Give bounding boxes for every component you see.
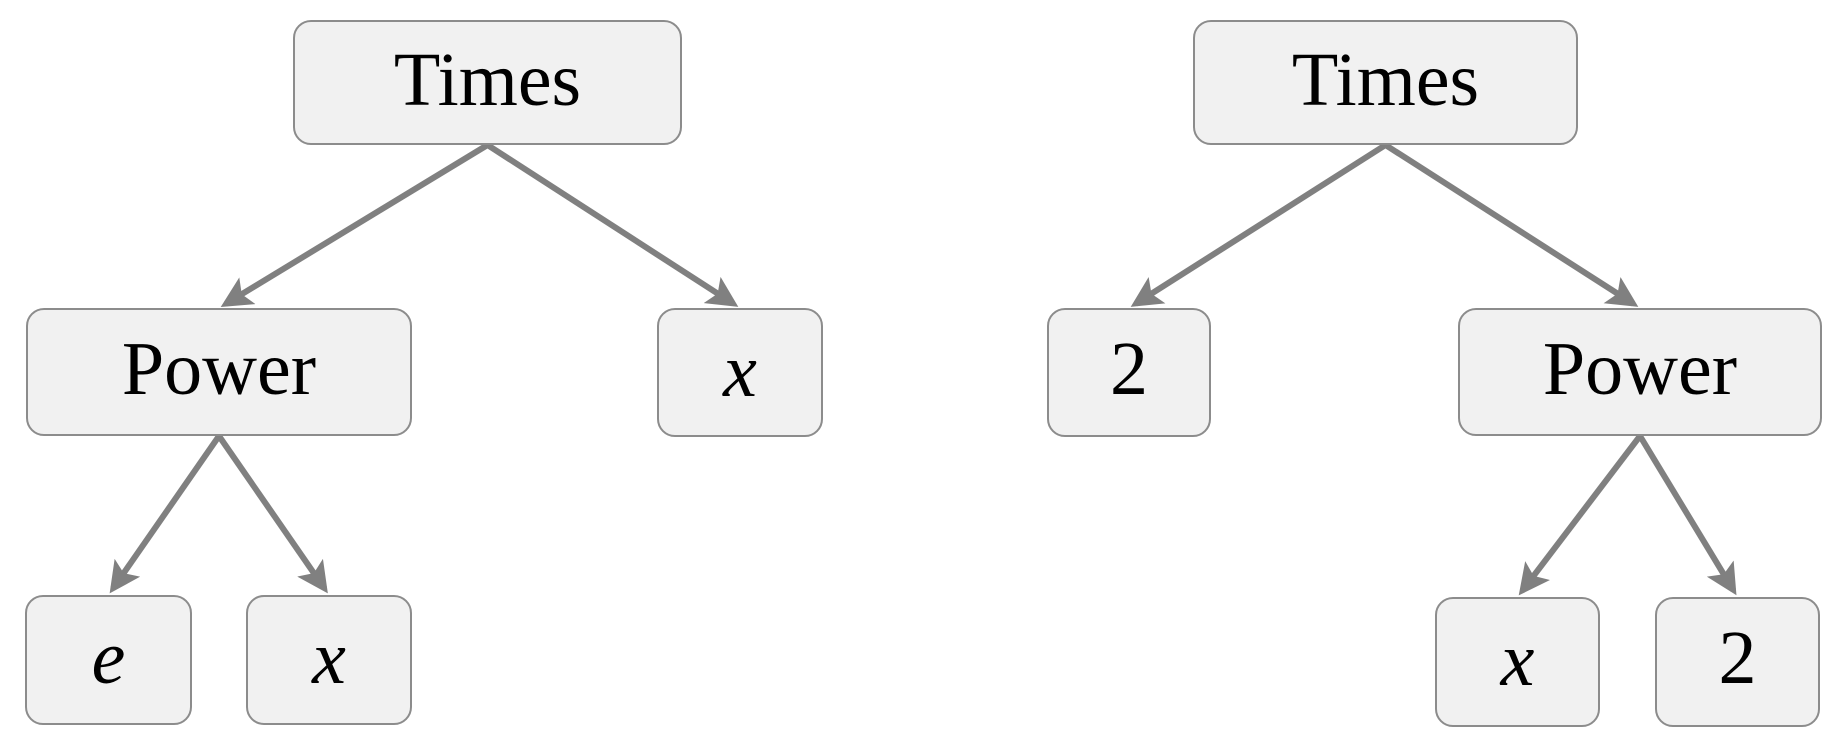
tree-node-label: x	[1500, 618, 1535, 702]
tree-node-x[interactable]: x	[1435, 597, 1600, 727]
tree-edge-L0-to-L2	[485, 142, 739, 307]
tree-node-label: Times	[393, 37, 582, 122]
tree-edge-L1-to-L3	[109, 434, 222, 594]
tree-edge-R2-to-R4	[1637, 434, 1737, 596]
tree-node-times[interactable]: Times	[293, 20, 682, 145]
tree-node-label: 2	[1110, 326, 1148, 411]
tree-node-x[interactable]: x	[657, 308, 823, 437]
tree-node-2[interactable]: 2	[1655, 597, 1820, 727]
tree-node-label: 2	[1718, 616, 1757, 700]
tree-node-label: x	[312, 616, 346, 700]
tree-node-label: x	[723, 328, 757, 413]
tree-edge-L0-to-L1	[220, 142, 490, 307]
tree-edge-R0-to-R2	[1383, 142, 1639, 307]
tree-node-label: e	[91, 616, 126, 700]
tree-node-label: Power	[121, 327, 317, 411]
tree-node-e[interactable]: e	[25, 595, 192, 725]
tree-edge-R0-to-R1	[1130, 142, 1388, 307]
tree-node-power[interactable]: Power	[1458, 308, 1822, 436]
tree-node-power[interactable]: Power	[26, 308, 412, 436]
tree-edge-R2-to-R3	[1518, 434, 1643, 596]
tree-node-label: Power	[1542, 327, 1738, 411]
tree-edge-L1-to-L4	[216, 434, 328, 594]
tree-node-x[interactable]: x	[246, 595, 412, 725]
tree-node-label: Times	[1291, 37, 1480, 122]
tree-node-times[interactable]: Times	[1193, 20, 1578, 145]
tree-node-2[interactable]: 2	[1047, 308, 1211, 437]
